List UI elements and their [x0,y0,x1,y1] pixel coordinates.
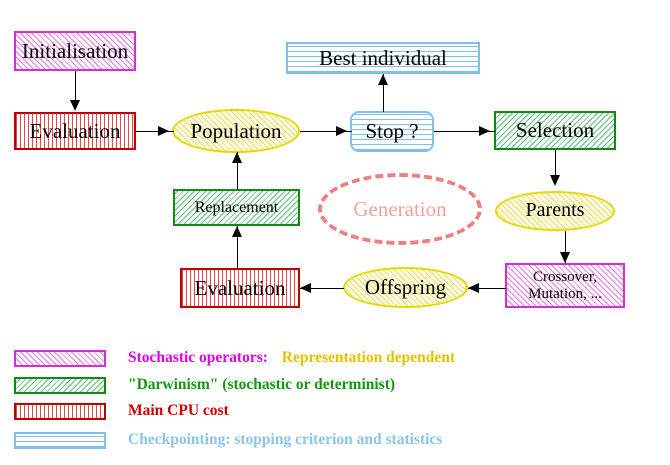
node-population-label: Population [190,118,282,143]
arrowhead-stop-selection [479,126,490,136]
edge-initialisation-evaluation [75,71,76,103]
annotation-generation: Generation [318,173,482,245]
arrowhead-initialisation-evaluation [70,100,80,111]
node-crossover-mutation-label: Crossover, Mutation, ... [528,269,602,302]
edge-selection-parents [555,150,556,182]
node-initialisation[interactable]: Initialisation [14,31,136,71]
arrowhead-selection-parents [550,175,560,186]
node-best-individual[interactable]: Best individual [286,42,480,74]
legend-label-darwinism: "Darwinism" (stochastic or determinist) [128,376,396,393]
node-evaluation-top[interactable]: Evaluation [14,112,136,150]
node-evaluation-top-label: Evaluation [29,118,121,143]
legend-swatch-main-cpu-cost [14,402,106,420]
legend-row-stochastic-operators: Stochastic operators: Representation dep… [14,346,455,370]
arrowhead-stop-best-individual [378,74,388,85]
legend-row-checkpointing: Checkpointing: stopping criterion and st… [14,428,442,452]
node-crossover-mutation[interactable]: Crossover, Mutation, ... [505,263,625,308]
legend-swatch-stochastic-operators [14,349,106,367]
node-population[interactable]: Population [172,109,300,153]
edge-replacement-population [237,152,238,189]
arrowhead-evaluation-replacement [232,226,242,237]
node-selection[interactable]: Selection [494,111,616,150]
node-replacement[interactable]: Replacement [173,189,300,226]
legend-row-main-cpu-cost: Main CPU cost [14,399,229,423]
edge-parents-crossover [565,231,566,263]
node-parents-label: Parents [525,199,585,222]
node-stop[interactable]: Stop ? [350,111,434,152]
edge-population-stop [300,131,352,132]
node-replacement-label: Replacement [194,198,279,216]
node-evaluation-bottom[interactable]: Evaluation [180,268,300,308]
node-stop-label: Stop ? [365,119,419,144]
arrowhead-replacement-population [232,152,242,163]
edge-stop-selection [434,131,496,132]
legend-label-checkpointing: Checkpointing: stopping criterion and st… [128,431,443,448]
edge-offspring-evaluation [300,288,344,289]
legend-swatch-darwinism [14,376,106,394]
legend-label-stochastic-operators: Stochastic operators: [128,349,268,366]
node-selection-label: Selection [515,118,595,143]
node-offspring[interactable]: Offspring [343,267,468,308]
legend-row-darwinism: "Darwinism" (stochastic or determinist) [14,373,395,397]
legend-swatch-checkpointing [14,431,106,449]
node-best-individual-label: Best individual [319,45,447,70]
annotation-generation-label: Generation [353,196,447,221]
edge-evaluation-population [136,131,174,132]
edge-evaluation-replacement [237,226,238,268]
arrowhead-evaluation-population [158,126,169,136]
node-parents[interactable]: Parents [495,191,615,231]
edge-crossover-offspring [468,288,506,289]
node-evaluation-bottom-label: Evaluation [194,275,286,300]
arrowhead-parents-crossover [560,252,570,263]
node-offspring-label: Offspring [364,275,447,300]
legend-label-representation-dependent: Representation dependent [281,349,456,366]
arrowhead-offspring-evaluation [300,283,311,293]
arrowhead-crossover-offspring [468,283,479,293]
edge-stop-best-individual [383,74,384,112]
arrowhead-population-stop [336,126,347,136]
node-initialisation-label: Initialisation [21,38,129,63]
legend-label-main-cpu-cost: Main CPU cost [128,402,229,419]
